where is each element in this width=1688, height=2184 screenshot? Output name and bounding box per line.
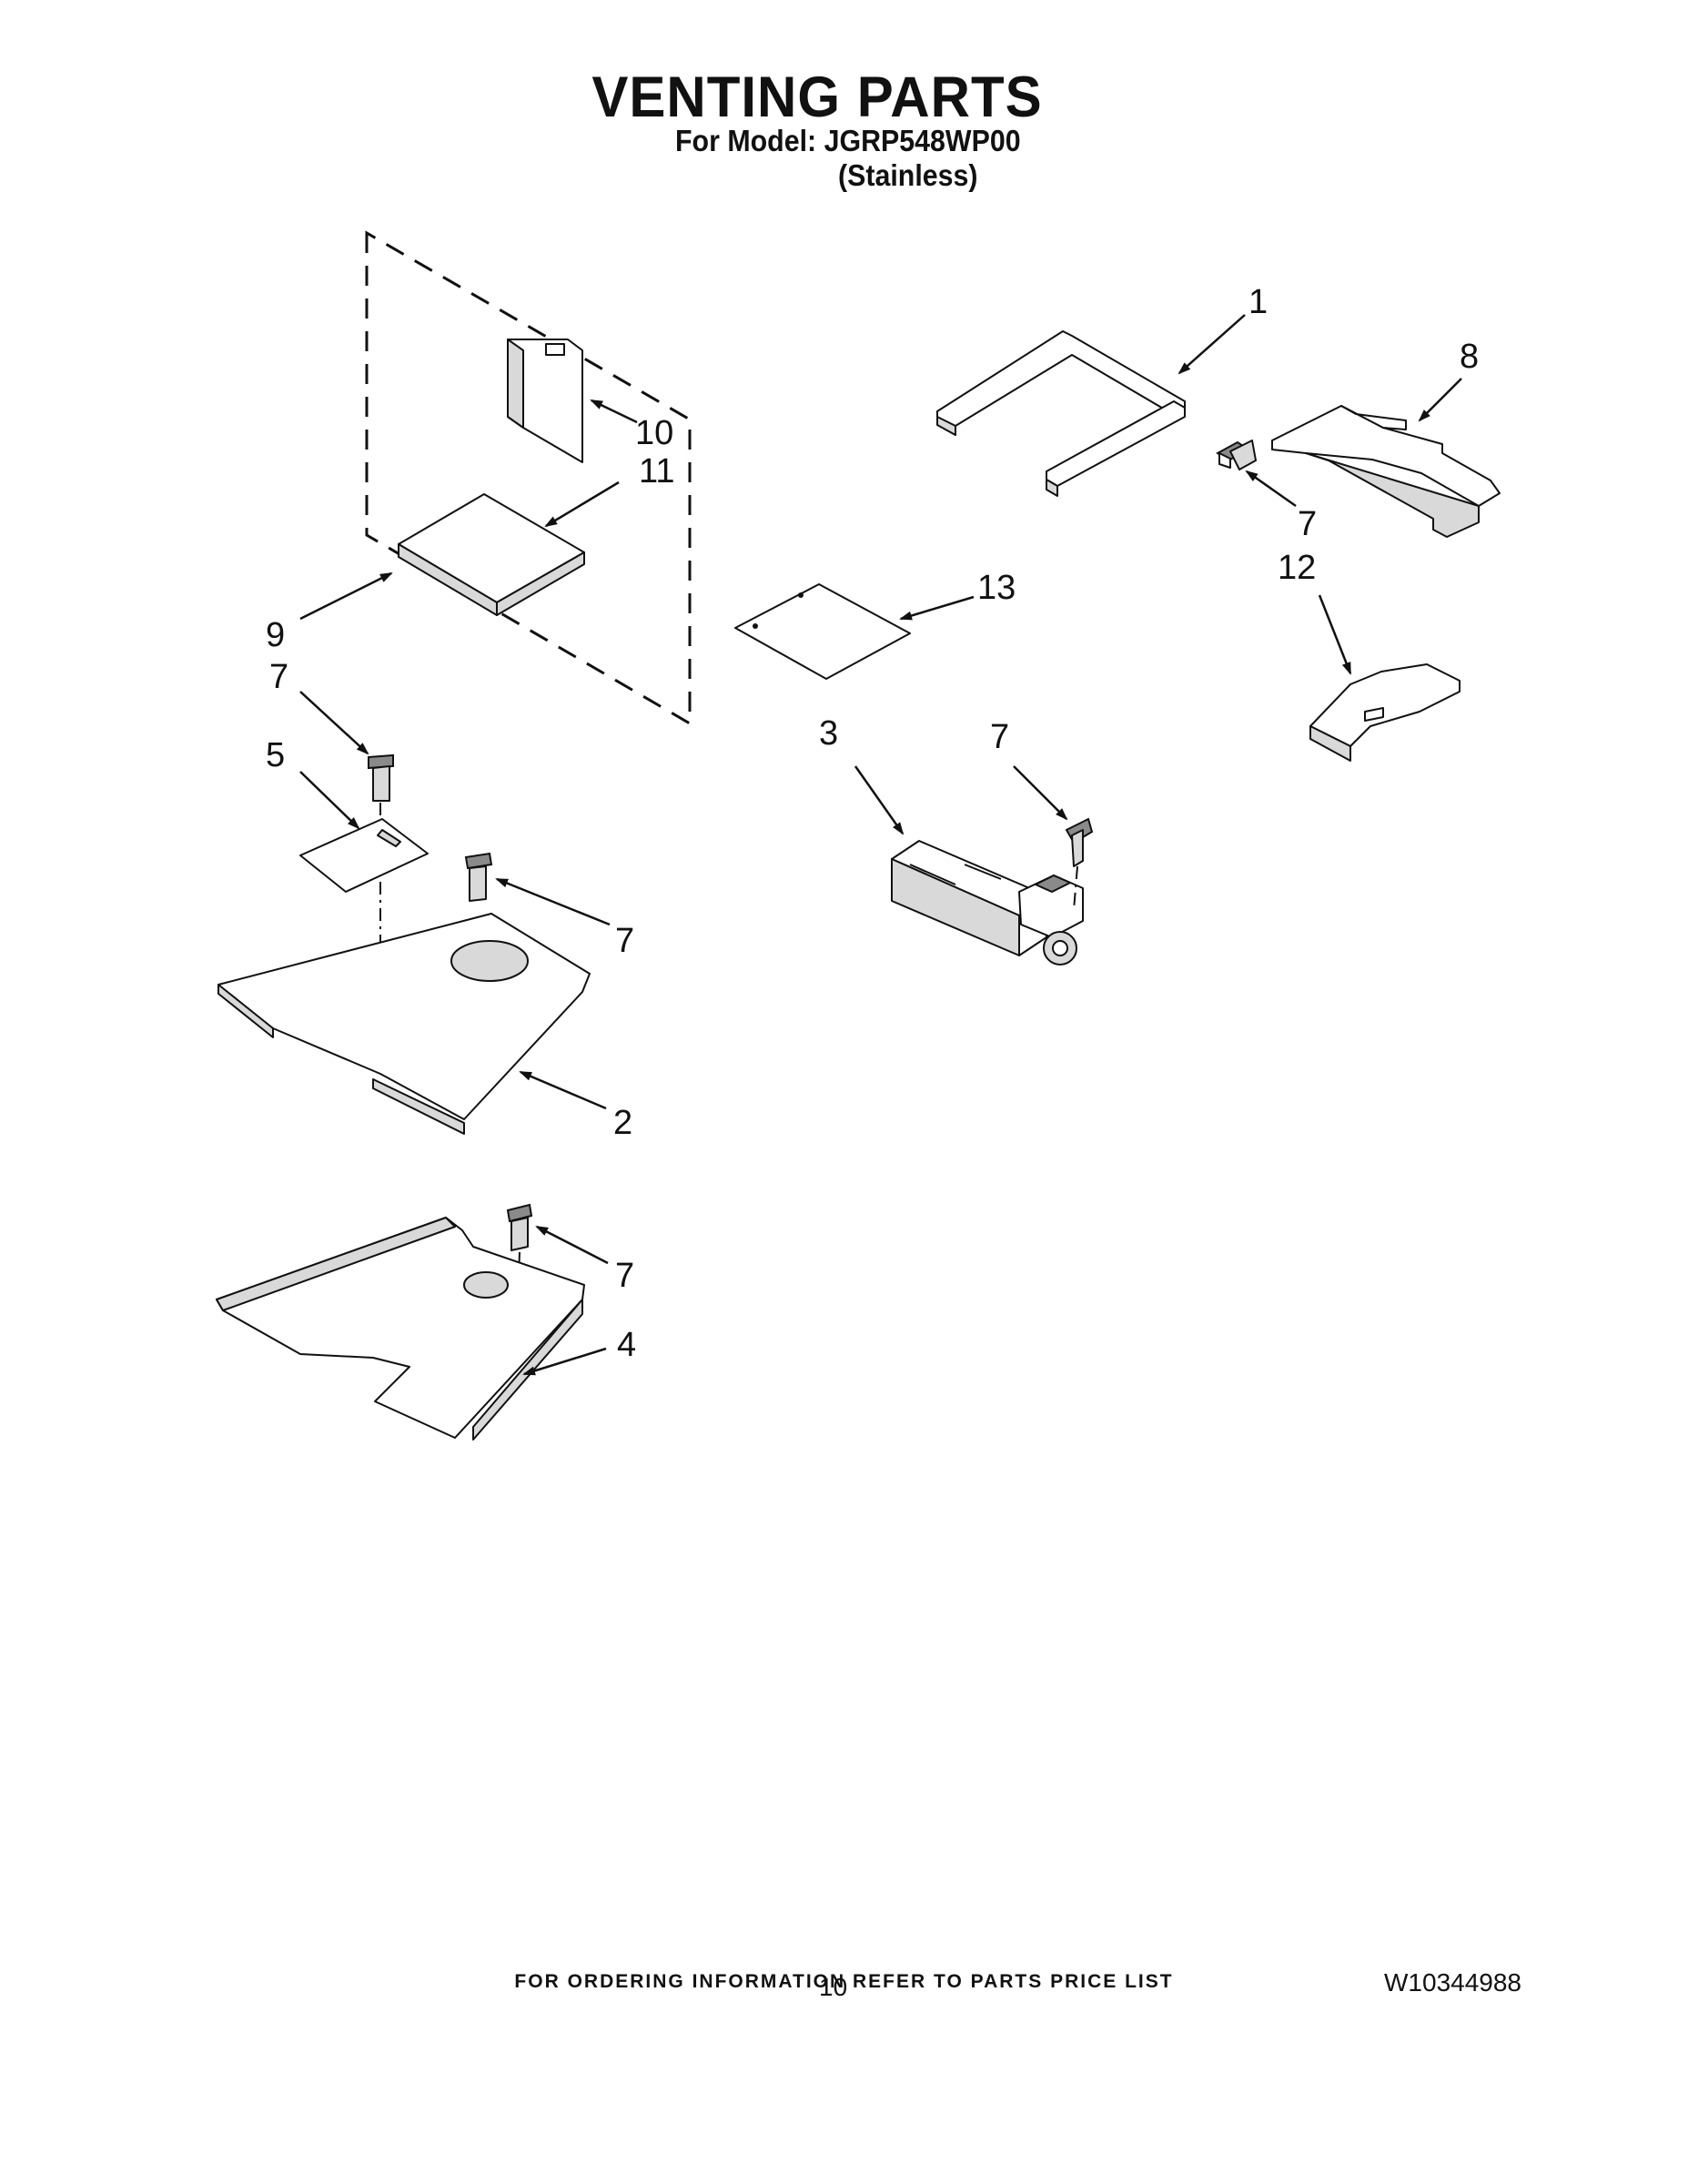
part-4-lower-plate xyxy=(216,1217,585,1441)
callout-2: 2 xyxy=(613,1104,632,1142)
leader-1 xyxy=(1178,314,1246,375)
callout-8: 8 xyxy=(1460,338,1479,376)
leader-5 xyxy=(299,771,360,830)
callout-12: 12 xyxy=(1278,549,1316,587)
leader-7-middle xyxy=(1013,765,1068,821)
leader-8 xyxy=(1418,378,1462,422)
dashed-assembly-outline xyxy=(365,230,692,726)
callout-4: 4 xyxy=(617,1326,636,1364)
leader-3 xyxy=(854,765,905,835)
callout-7-left-mid: 7 xyxy=(615,922,634,960)
callout-11: 11 xyxy=(639,452,674,490)
part-7-screw-top-right xyxy=(1216,440,1257,470)
part-2-large-plate xyxy=(217,913,591,1135)
callout-10: 10 xyxy=(635,414,673,452)
callout-7-left-lower: 7 xyxy=(615,1257,634,1295)
leader-7-left-mid xyxy=(495,877,611,926)
callout-7-middle: 7 xyxy=(990,718,1009,756)
part-3-vent-motor xyxy=(891,840,1084,966)
leader-7-left-lower xyxy=(535,1225,609,1265)
part-7-screw-left-mid xyxy=(464,852,493,902)
part-11-tray xyxy=(398,493,585,616)
ordering-note: FOR ORDERING INFORMATION REFER TO PARTS … xyxy=(514,1971,1174,1992)
leader-7-left-upper xyxy=(299,691,369,755)
part-7-screw-left-upper xyxy=(368,753,394,802)
callout-9: 9 xyxy=(266,616,285,654)
screw-axis-middle xyxy=(1073,865,1078,911)
leader-11 xyxy=(544,480,620,528)
callout-labels: 1 8 10 11 7 12 13 9 7 5 3 7 7 2 7 4 xyxy=(266,283,1479,1364)
leader-10 xyxy=(590,399,638,424)
callout-1: 1 xyxy=(1248,283,1268,321)
leader-4 xyxy=(522,1347,607,1376)
leader-lines xyxy=(299,314,1462,1376)
leader-13 xyxy=(899,595,975,621)
part-13-sheet xyxy=(734,583,911,680)
callout-7-top-right: 7 xyxy=(1298,505,1317,543)
page-title: VENTING PARTS xyxy=(591,65,1043,129)
part-5-plate xyxy=(299,818,429,893)
model-line: For Model: JGRP548WP00 xyxy=(675,124,1021,157)
callout-13: 13 xyxy=(977,569,1016,607)
callout-7-left-upper: 7 xyxy=(269,658,288,696)
part-8-bracket xyxy=(1271,405,1501,538)
variant-line: (Stainless) xyxy=(838,158,978,192)
page-number: 10 xyxy=(819,1973,848,2001)
part-7-screw-middle xyxy=(1065,817,1094,867)
part-12-tray xyxy=(1309,663,1461,762)
part-10-panel xyxy=(507,339,583,463)
callout-3: 3 xyxy=(819,714,838,753)
part-1-frame xyxy=(936,330,1186,497)
leader-12 xyxy=(1318,594,1352,675)
document-number: W10344988 xyxy=(1384,1968,1522,1997)
leader-7-top-right xyxy=(1245,470,1297,508)
part-7-screw-left-lower xyxy=(506,1203,533,1251)
leader-9 xyxy=(299,571,393,621)
leader-2 xyxy=(519,1070,607,1110)
callout-5: 5 xyxy=(266,736,285,774)
